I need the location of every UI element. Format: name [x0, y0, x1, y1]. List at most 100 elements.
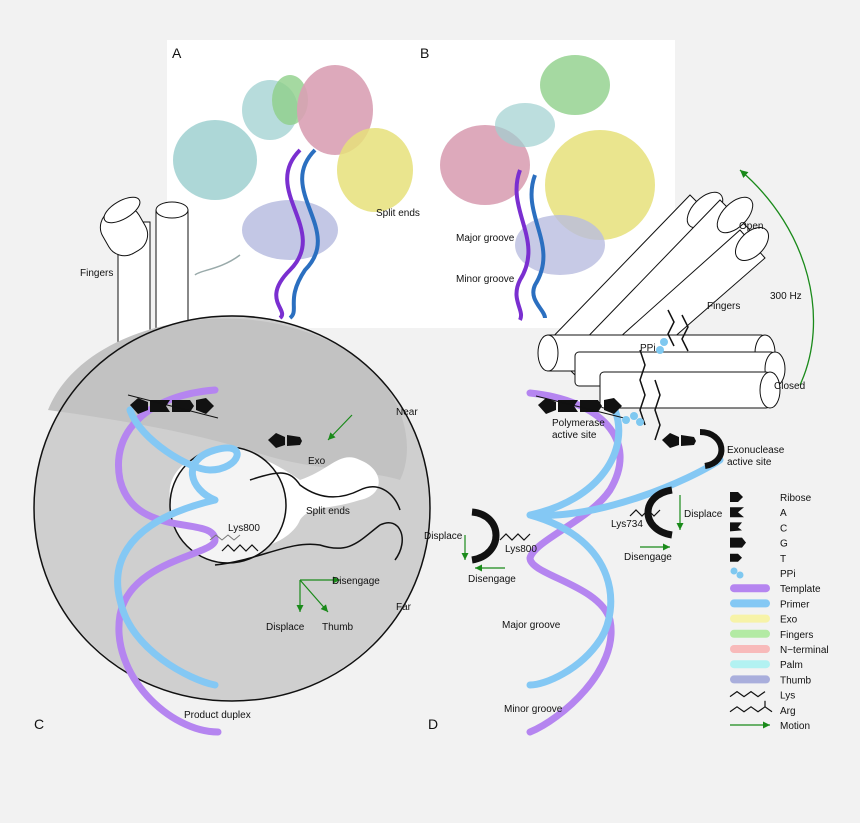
label-300hz: 300 Hz	[770, 291, 802, 302]
legend-item-t: T	[730, 553, 786, 565]
label-far: Far	[396, 602, 412, 613]
label-split-ends-a: Split ends	[376, 208, 420, 219]
exo-clamp	[699, 429, 725, 469]
primer-strand-c	[114, 406, 241, 689]
label-exo: Exo	[308, 456, 326, 467]
panel-c-diagram: Fingers Near Far Exo Split ends Lys800 D…	[33, 196, 431, 736]
label-displace-c: Displace	[266, 622, 305, 633]
label-exonuclease-site-1: Exonuclease	[727, 445, 785, 456]
legend-symbol-ribose	[730, 492, 743, 502]
legend-symbol-swatch	[730, 645, 770, 653]
legend-item-exo: Exo	[730, 614, 798, 626]
legend-symbol-arg	[729, 700, 773, 713]
label-open: Open	[739, 221, 763, 232]
legend-label: Exo	[780, 615, 798, 626]
fingers-motion-arrow	[739, 169, 815, 386]
legend-symbol-ppi	[730, 567, 744, 579]
legend-label: G	[780, 539, 788, 550]
label-disengage-c: Disengage	[332, 576, 380, 587]
lys800-clamp	[471, 508, 500, 564]
label-disengage-left: Disengage	[468, 574, 516, 585]
label-minor-groove-d: Minor groove	[504, 704, 563, 715]
legend-item-a: A	[730, 507, 787, 519]
legend-symbol-base-g	[730, 537, 746, 548]
legend-item-primer: Primer	[730, 599, 810, 610]
legend-symbol-swatch	[730, 629, 770, 638]
label-disengage-right: Disengage	[624, 552, 672, 563]
legend-symbol-base-a	[730, 507, 744, 518]
template-strand-c	[115, 386, 222, 736]
legend-label: Arg	[780, 706, 796, 717]
panel-label-d: D	[428, 716, 438, 732]
legend-symbol-swatch	[730, 660, 770, 669]
legend-item-motion: Motion	[730, 721, 810, 732]
fingers-cylinders-d	[537, 191, 786, 409]
legend-item-palm: Palm	[730, 660, 803, 671]
legend-label: T	[780, 554, 786, 565]
label-displace-left: Displace	[424, 531, 463, 542]
legend-symbol-base-t	[730, 553, 742, 562]
panel-label-b: B	[420, 45, 429, 61]
legend-item-fingers: Fingers	[730, 629, 813, 641]
legend-item-lys: Lys	[729, 690, 795, 702]
legend-label: Template	[780, 584, 821, 595]
legend-label: Motion	[780, 721, 810, 732]
label-fingers-c: Fingers	[80, 268, 113, 279]
panel-label-a: A	[172, 45, 182, 61]
legend-label: C	[780, 523, 787, 534]
label-lys800-c: Lys800	[228, 523, 260, 534]
label-lys800-d: Lys800	[505, 544, 537, 555]
label-polymerase-site-1: Polymerase	[552, 418, 605, 429]
legend-symbol-swatch	[730, 599, 770, 608]
label-major-groove-d: Major groove	[502, 620, 561, 631]
nucleotide-pair-d	[535, 395, 625, 419]
panel-d-diagram: Open Fingers 300 Hz Closed PPi Polymeras…	[424, 169, 815, 736]
panel-label-c: C	[34, 716, 44, 732]
label-ppi-d: PPi	[640, 343, 656, 354]
legend-symbol-swatch	[730, 584, 770, 593]
exo-nucleotide-c	[268, 433, 302, 448]
label-displace-right: Displace	[684, 509, 723, 520]
label-product-duplex: Product duplex	[184, 710, 251, 721]
legend-label: PPi	[780, 569, 796, 580]
label-fingers-d: Fingers	[707, 301, 740, 312]
legend-item-arg: Arg	[729, 700, 796, 717]
legend-item-g: G	[730, 537, 788, 550]
legend-symbol-swatch	[730, 675, 770, 684]
structure-a	[173, 65, 413, 320]
legend-label: Lys	[780, 691, 795, 702]
label-minor-groove-b: Minor groove	[456, 274, 515, 285]
legend-item-ribose: Ribose	[730, 492, 812, 504]
label-near: Near	[396, 407, 418, 418]
legend-symbol-swatch	[730, 614, 770, 623]
legend-label: Palm	[780, 660, 803, 671]
structure-b	[440, 55, 655, 321]
legend-label: Primer	[780, 599, 810, 610]
legend-item-thumb: Thumb	[730, 675, 812, 686]
lys-sidechain	[221, 544, 259, 552]
exo-nucleotide-d	[662, 433, 696, 448]
label-thumb-c: Thumb	[322, 622, 354, 633]
legend-label: A	[780, 508, 787, 519]
legend-label: N−terminal	[780, 645, 829, 656]
legend-symbol-base-c	[730, 522, 742, 532]
legend-item-c: C	[730, 522, 787, 534]
legend-item-template: Template	[730, 584, 821, 595]
label-exonuclease-site-2: active site	[727, 457, 772, 468]
legend-item-n-terminal: N−terminal	[730, 645, 829, 656]
label-major-groove-b: Major groove	[456, 233, 515, 244]
label-closed: Closed	[774, 381, 805, 392]
label-split-ends-c: Split ends	[306, 506, 350, 517]
legend-label: Ribose	[780, 493, 812, 504]
legend-symbol-lys	[729, 690, 766, 698]
legend-label: Thumb	[780, 675, 812, 686]
primer-strand-d	[526, 406, 724, 689]
legend-item-ppi: PPi	[730, 567, 796, 580]
label-lys734: Lys734	[611, 519, 643, 530]
lys734-clamp	[644, 486, 673, 539]
nucleotide-pair-c	[127, 394, 219, 419]
legend-label: Fingers	[780, 630, 813, 641]
label-polymerase-site-2: active site	[552, 430, 597, 441]
